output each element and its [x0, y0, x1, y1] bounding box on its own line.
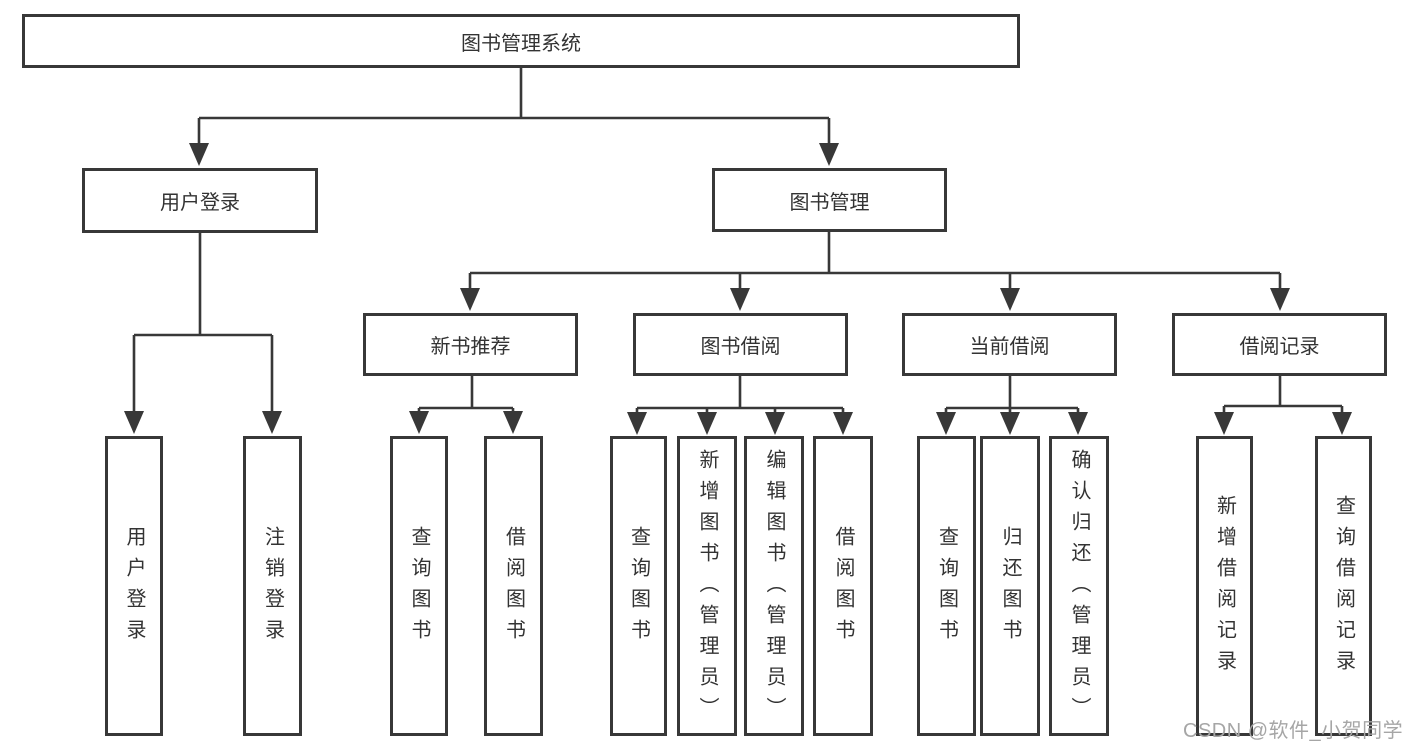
leaf-records-add-record: 新增借阅记录: [1196, 436, 1253, 736]
connector-edges: [132, 68, 1344, 414]
leaf-newbooks-query-books: 查询图书: [390, 436, 448, 736]
leaf-logout: 注销登录: [243, 436, 302, 736]
leaf-newbooks-borrow-books: 借阅图书: [484, 436, 543, 736]
leaf-current-confirm-return-admin: 确认归还（管理员）: [1049, 436, 1109, 736]
node-book-management: 图书管理: [712, 168, 947, 232]
leaf-records-query-record: 查询借阅记录: [1315, 436, 1372, 736]
node-user-login: 用户登录: [82, 168, 318, 233]
node-borrow-records: 借阅记录: [1172, 313, 1387, 376]
leaf-current-return-books: 归还图书: [980, 436, 1040, 736]
leaf-borrow-add-books-admin: 新增图书（管理员）: [677, 436, 737, 736]
leaf-borrow-borrow-books: 借阅图书: [813, 436, 873, 736]
node-current-borrow: 当前借阅: [902, 313, 1117, 376]
node-book-borrow: 图书借阅: [633, 313, 848, 376]
node-new-book-recommend: 新书推荐: [363, 313, 578, 376]
csdn-watermark: CSDN @软件_小贺同学: [1183, 720, 1404, 742]
connector-arrowheads: [124, 143, 1352, 435]
leaf-borrow-query-books: 查询图书: [610, 436, 667, 736]
node-root-system: 图书管理系统: [22, 14, 1020, 68]
leaf-user-login: 用户登录: [105, 436, 163, 736]
leaf-current-query-books: 查询图书: [917, 436, 976, 736]
leaf-borrow-edit-books-admin: 编辑图书（管理员）: [744, 436, 804, 736]
